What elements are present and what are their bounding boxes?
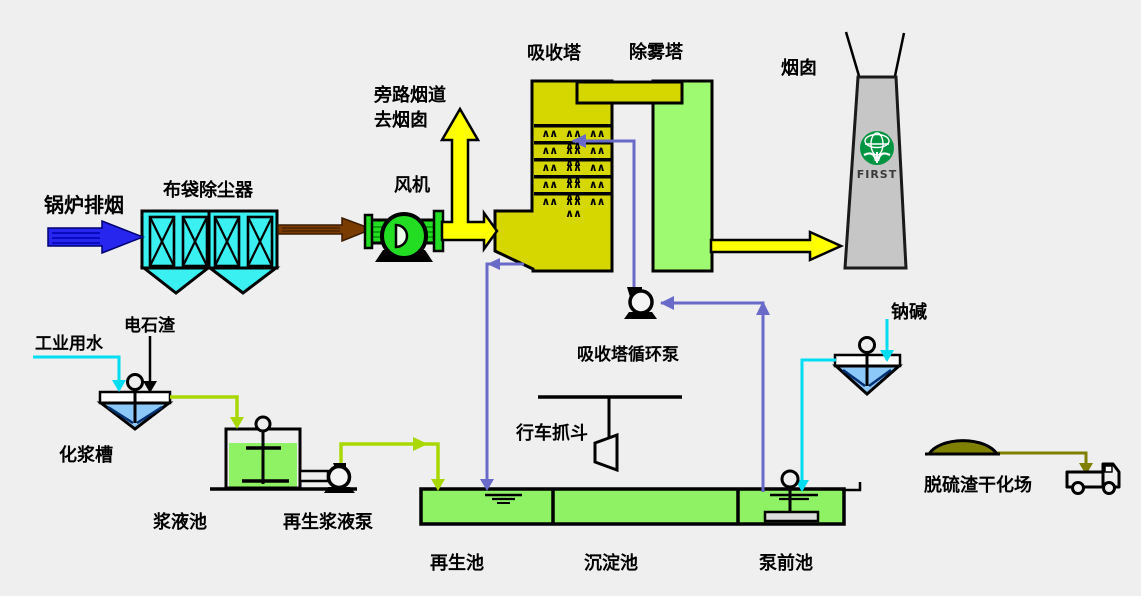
- label-sedimentation-pool: 沉淀池: [584, 553, 638, 574]
- label-fan: 风机: [394, 175, 430, 196]
- chimney-stack: [843, 75, 908, 270]
- label-regen-slurry-pump: 再生浆液泵: [283, 512, 373, 533]
- label-crane-grab: 行车抓斗: [516, 423, 588, 444]
- sodium-alkali-outlet-pipe: [800, 358, 836, 482]
- pump-suction-pipe: [298, 469, 330, 483]
- label-slurry-pool: 浆液池: [153, 512, 207, 533]
- absorber-circ-pump-icon: [624, 287, 657, 319]
- chimney-guy-wires: [844, 31, 906, 77]
- label-absorber: 吸收塔: [527, 43, 581, 64]
- spray-nozzle-row: ∧∧ ∧∧ ∧∧ ∧∧: [541, 127, 605, 152]
- label-demister: 除雾塔: [629, 42, 683, 63]
- label-bypass-line1: 旁路烟道: [374, 85, 446, 106]
- label-slurry-tank: 化浆槽: [59, 445, 113, 466]
- truck-icon: [1065, 462, 1121, 495]
- slurry-tank-outlet-pipe: [170, 395, 239, 419]
- agitator-motor-icon: [126, 373, 144, 391]
- regen-slurry-pump-icon: [324, 463, 355, 493]
- crane-grab-icon: [538, 395, 682, 473]
- slag-haul-line: [993, 451, 1088, 465]
- fan-outlet-and-bypass-arrow: [439, 106, 499, 253]
- tower-crossover-duct: [575, 80, 684, 105]
- first-logo-text: FIRST: [856, 168, 898, 181]
- demister-to-chimney-arrow: [709, 230, 845, 262]
- sodium-alkali-tank: [832, 336, 903, 397]
- spray-nozzle-row: ∧∧ ∧∧ ∧∧ ∧∧: [541, 178, 605, 203]
- pipes: [33, 134, 1093, 492]
- label-boiler-exhaust: 锅炉排烟: [44, 193, 124, 217]
- absorber-spray-level-lines: [534, 124, 611, 196]
- circ-pump-discharge-pipe: [573, 139, 636, 291]
- label-sodium-alkali: 钠碱: [891, 302, 927, 323]
- forebay-submersible-pump-icon: [763, 469, 820, 523]
- label-regen-pool: 再生池: [430, 553, 484, 574]
- label-bag-filter: 布袋除尘器: [163, 180, 253, 201]
- absorber-drain-pipe: [485, 262, 524, 483]
- label-carbide-slag: 电石渣: [124, 316, 175, 336]
- label-slag-drying-field: 脱硫渣干化场: [924, 475, 1032, 496]
- spray-nozzle-row: ∧∧ ∧∧ ∧∧ ∧∧: [541, 161, 605, 186]
- label-bypass-duct: 旁路烟道 去烟囱: [374, 83, 446, 133]
- label-absorber-circ-pump: 吸收塔循环泵: [577, 345, 679, 365]
- regen-pump-discharge-pipe: [339, 442, 440, 481]
- spray-nozzle-row: ∧∧ ∧∧ ∧∧ ∧∧: [541, 195, 605, 220]
- agitator-motor-icon: [254, 415, 272, 433]
- slurry-mixing-tank: [96, 373, 174, 431]
- fan-icon: [363, 209, 445, 262]
- label-industrial-water: 工业用水: [35, 334, 103, 354]
- first-logo-icon: [860, 131, 894, 165]
- spray-nozzle-row: ∧∧ ∧∧ ∧∧ ∧∧: [541, 144, 605, 169]
- boiler-exhaust-arrow: [47, 219, 146, 255]
- baghouse-to-fan-duct-arrow: [277, 216, 375, 243]
- bag-filter-unit: [139, 209, 281, 295]
- label-chimney: 烟囱: [781, 58, 817, 79]
- slag-pile-icon: [925, 439, 1000, 456]
- agitator-motor-icon: [858, 336, 876, 354]
- water-level-icon: [485, 493, 818, 504]
- label-pump-forebay: 泵前池: [759, 553, 813, 574]
- industrial-water-pipe: [33, 355, 121, 382]
- demister-tower: [651, 79, 714, 273]
- label-bypass-line2: 去烟囱: [374, 110, 428, 131]
